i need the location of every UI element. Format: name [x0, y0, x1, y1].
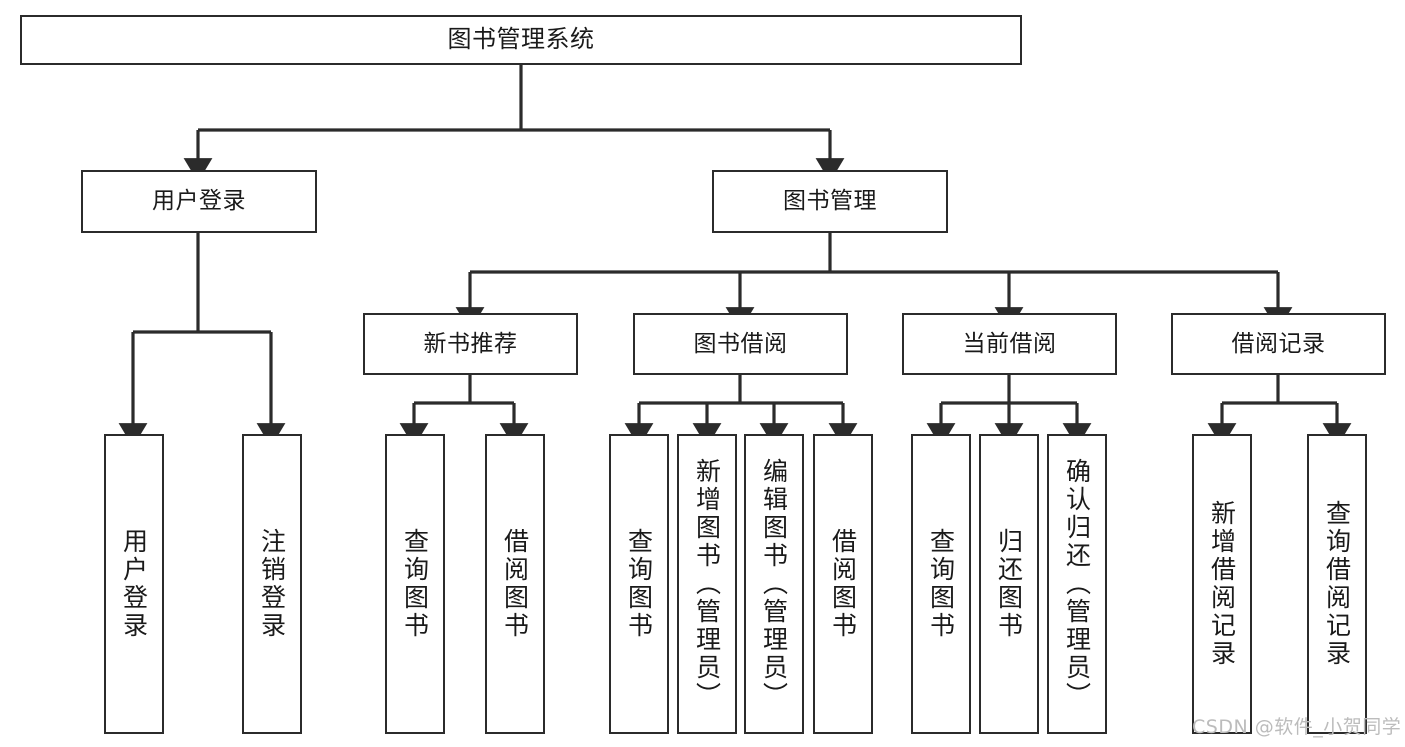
node-leaf-query-book-3-label: 查询图书 [926, 528, 956, 640]
node-leaf-borrow-book-2[interactable]: 借阅图书 [813, 434, 873, 734]
node-current-borrow[interactable]: 当前借阅 [902, 313, 1117, 375]
node-leaf-query-book-3[interactable]: 查询图书 [911, 434, 971, 734]
node-leaf-add-book[interactable]: 新增图书（管理员） [677, 434, 737, 734]
node-leaf-return-book-label: 归还图书 [994, 528, 1024, 640]
node-leaf-query-record[interactable]: 查询借阅记录 [1307, 434, 1367, 734]
watermark: CSDN @软件_小贺同学 [1192, 716, 1402, 738]
node-book-borrow-label: 图书借阅 [693, 330, 788, 357]
node-leaf-query-book-2[interactable]: 查询图书 [609, 434, 669, 734]
node-book-manage-label: 图书管理 [783, 188, 877, 215]
node-new-book-recommend-label: 新书推荐 [423, 330, 518, 357]
node-leaf-query-record-label: 查询借阅记录 [1322, 500, 1352, 668]
node-root-label: 图书管理系统 [447, 25, 595, 54]
node-leaf-return-book[interactable]: 归还图书 [979, 434, 1039, 734]
node-user-login[interactable]: 用户登录 [81, 170, 317, 233]
node-book-borrow[interactable]: 图书借阅 [633, 313, 848, 375]
node-leaf-confirm-return-label: 确认归还（管理员） [1062, 458, 1092, 710]
node-leaf-edit-book[interactable]: 编辑图书（管理员） [744, 434, 804, 734]
node-root[interactable]: 图书管理系统 [20, 15, 1022, 65]
node-leaf-add-record[interactable]: 新增借阅记录 [1192, 434, 1252, 734]
node-borrow-record[interactable]: 借阅记录 [1171, 313, 1386, 375]
node-leaf-edit-book-label: 编辑图书（管理员） [759, 458, 789, 710]
node-leaf-confirm-return[interactable]: 确认归还（管理员） [1047, 434, 1107, 734]
node-borrow-record-label: 借阅记录 [1231, 330, 1326, 357]
node-current-borrow-label: 当前借阅 [962, 330, 1057, 357]
node-leaf-user-login[interactable]: 用户登录 [104, 434, 164, 734]
node-leaf-query-book-2-label: 查询图书 [624, 528, 654, 640]
node-leaf-query-book-1[interactable]: 查询图书 [385, 434, 445, 734]
node-leaf-borrow-book-1-label: 借阅图书 [500, 528, 530, 640]
node-leaf-add-book-label: 新增图书（管理员） [692, 458, 722, 710]
node-leaf-borrow-book-1[interactable]: 借阅图书 [485, 434, 545, 734]
node-book-manage[interactable]: 图书管理 [712, 170, 948, 233]
node-leaf-add-record-label: 新增借阅记录 [1207, 500, 1237, 668]
node-leaf-logout-label: 注销登录 [257, 528, 287, 640]
node-leaf-logout[interactable]: 注销登录 [242, 434, 302, 734]
node-user-login-label: 用户登录 [152, 188, 246, 215]
node-leaf-borrow-book-2-label: 借阅图书 [828, 528, 858, 640]
node-new-book-recommend[interactable]: 新书推荐 [363, 313, 578, 375]
node-leaf-user-login-label: 用户登录 [119, 528, 149, 640]
node-leaf-query-book-1-label: 查询图书 [400, 528, 430, 640]
